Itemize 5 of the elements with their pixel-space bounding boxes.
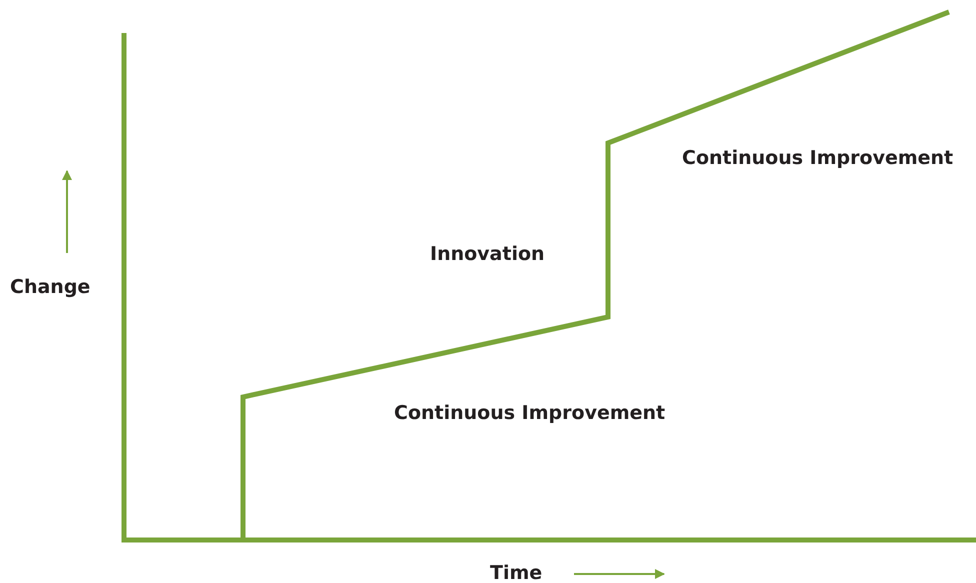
axis-label: Time: [490, 563, 542, 583]
axis-label: Change: [10, 277, 90, 298]
phase-label: Continuous Improvement: [394, 403, 666, 424]
phase-label: Innovation: [430, 244, 545, 265]
phase-label: Continuous Improvement: [682, 148, 954, 169]
